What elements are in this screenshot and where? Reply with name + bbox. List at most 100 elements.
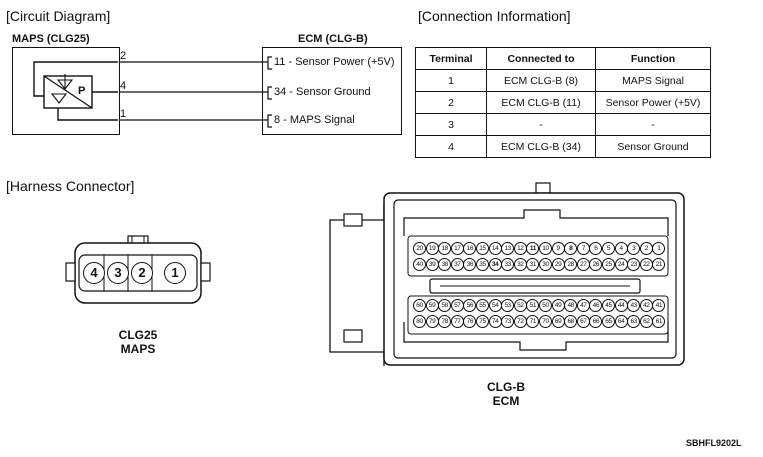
ecm-pin-64: 64 [614,315,628,328]
ecm-pin-44: 44 [614,299,628,312]
ecm-pin-17: 17 [450,242,464,255]
ecm-pin-8-label: 8 - MAPS Signal [274,114,355,126]
ecm-pin-39: 39 [425,258,439,271]
ecm-pin-56: 56 [463,299,477,312]
ecm-pin-65: 65 [602,315,615,328]
ecm-pin-36: 36 [463,258,477,271]
ecm-pin-4: 4 [614,242,628,255]
maps-connector-caption: CLG25 MAPS [98,328,178,356]
ecm-pin-20: 20 [413,242,426,255]
ecm-pin-48: 48 [564,299,578,312]
ecm-pin-62: 62 [639,315,653,328]
ecm-pin-66: 66 [589,315,603,328]
maps-pin-label-2: 2 [120,50,127,62]
ecm-pin-27: 27 [576,258,590,271]
ecm-pin-7: 7 [576,242,590,255]
ecm-pin-33: 33 [501,258,515,271]
ecm-pin-77: 77 [450,315,464,328]
table-row: 2 ECM CLG-B (11) Sensor Power (+5V) [415,91,711,114]
maps-caption-line: CLG25 [118,328,158,342]
table-row: 1 ECM CLG-B (8) MAPS Signal [415,69,711,92]
ecm-pin-79: 79 [425,315,439,328]
ecm-pin-71: 71 [526,315,540,328]
ecm-pin-76: 76 [463,315,477,328]
table-cell: ECM CLG-B (11) [486,91,596,114]
sensor-letter: P [78,85,86,97]
ecm-pin-9: 9 [551,242,565,255]
ecm-caption-line: CLG-B [487,380,525,394]
ecm-pin-8: 8 [564,242,578,255]
table-row: 4 ECM CLG-B (34) Sensor Ground [415,135,711,158]
ecm-pin-13: 13 [501,242,515,255]
table-cell: ECM CLG-B (34) [486,135,596,158]
maps-caption-line: MAPS [120,342,156,356]
ecm-pin-80: 80 [413,315,426,328]
ecm-pin-37: 37 [450,258,464,271]
maps-connector-pin: 2 [131,262,153,284]
ecm-pin-58: 58 [438,299,452,312]
ecm-pin-60: 60 [413,299,426,312]
ecm-pin-53: 53 [501,299,515,312]
ecm-pin-25: 25 [602,258,615,271]
ecm-pin-45: 45 [602,299,615,312]
connection-info-heading: [Connection Information] [418,8,571,24]
ecm-pin-12: 12 [513,242,527,255]
ecm-pin-14: 14 [488,242,502,255]
ecm-caption-line: ECM [492,394,520,408]
ecm-pin-11-label: 11 - Sensor Power (+5V) [274,56,395,68]
ecm-pin-78: 78 [438,315,452,328]
ecm-pin-57: 57 [450,299,464,312]
ecm-pin-2: 2 [639,242,653,255]
ecm-pin-1: 1 [652,242,666,255]
ecm-pin-75: 75 [476,315,489,328]
header-terminal: Terminal [415,47,487,70]
ecm-pin-43: 43 [627,299,641,312]
ecm-pin-40: 40 [413,258,426,271]
ecm-pin-51: 51 [526,299,540,312]
ecm-pin-41: 41 [652,299,666,312]
ecm-pin-30: 30 [539,258,552,271]
table-cell: Sensor Ground [595,135,711,158]
ecm-pin-19: 19 [425,242,439,255]
ecm-pin-74: 74 [488,315,502,328]
maps-title: MAPS (CLG25) [12,33,90,45]
ecm-pin-34: 34 [488,258,502,271]
maps-box [12,47,120,135]
ecm-pin-26: 26 [589,258,603,271]
ecm-pin-10: 10 [539,242,552,255]
ecm-pin-28: 28 [564,258,578,271]
ecm-pin-59: 59 [425,299,439,312]
ecm-pin-11: 11 [526,242,540,255]
ecm-pin-32: 32 [513,258,527,271]
ecm-pin-21: 21 [652,258,666,271]
connection-table: Terminal Connected to Function 1 ECM CLG… [415,47,711,158]
ecm-box [262,47,402,135]
ecm-pin-22: 22 [639,258,653,271]
maps-connector-pin: 4 [83,262,105,284]
maps-pin-label-1: 1 [120,108,127,120]
harness-connector-heading: [Harness Connector] [6,178,135,194]
ecm-pin-3: 3 [627,242,641,255]
maps-pin-label-4: 4 [120,80,127,92]
ecm-pin-42: 42 [639,299,653,312]
circuit-diagram-heading: [Circuit Diagram] [6,8,111,24]
maps-connector-pin: 3 [107,262,129,284]
table-cell: ECM CLG-B (8) [486,69,596,92]
ecm-pin-61: 61 [652,315,666,328]
ecm-pin-69: 69 [551,315,565,328]
ecm-pin-55: 55 [476,299,489,312]
ecm-pin-6: 6 [589,242,603,255]
ecm-pin-68: 68 [564,315,578,328]
ecm-pin-72: 72 [513,315,527,328]
maps-connector-pin: 1 [164,262,186,284]
ecm-connector-caption: CLG-B ECM [466,380,546,408]
ecm-pin-50: 50 [539,299,552,312]
ecm-pin-5: 5 [602,242,615,255]
ecm-title: ECM (CLG-B) [298,33,368,45]
ecm-pin-34-label: 34 - Sensor Ground [274,86,371,98]
ecm-pin-47: 47 [576,299,590,312]
ecm-pin-35: 35 [476,258,489,271]
ecm-pin-29: 29 [551,258,565,271]
ecm-pin-73: 73 [501,315,515,328]
ecm-pin-31: 31 [526,258,540,271]
